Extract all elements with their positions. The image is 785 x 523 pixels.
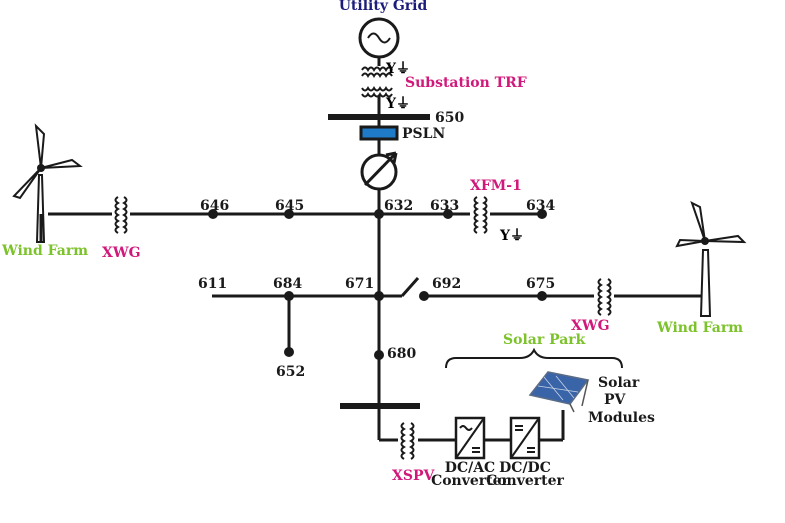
- bus-633-label: 633: [430, 198, 459, 214]
- node-645: [284, 209, 294, 219]
- bus-650-label: 650: [435, 110, 464, 126]
- node-652: [284, 347, 294, 357]
- wind-farm-left-label: Wind Farm: [1, 243, 88, 259]
- dcdc-converter-icon: [509, 416, 541, 460]
- node-633: [443, 209, 453, 219]
- bus-634-label: 634: [526, 198, 555, 214]
- solar-panels-icon: [528, 371, 590, 413]
- dcac-converter-icon: [454, 416, 486, 460]
- bus-671-label: 671: [345, 276, 374, 292]
- dcdc-label-line1: DC/DC: [499, 460, 551, 476]
- dcac-label-line1: DC/AC: [445, 460, 495, 476]
- dcac-label-line2: Converter: [431, 473, 509, 489]
- wye-grounded-symbol-xfm1: Y⏚: [499, 228, 524, 244]
- solar-pv-label-line3: Modules: [588, 410, 655, 426]
- solar-park-label: Solar Park: [503, 332, 586, 348]
- bus-652-label: 652: [276, 364, 305, 380]
- node-646: [208, 209, 218, 219]
- open-switch-icon: [400, 277, 420, 297]
- utility-grid-label: Utility Grid: [339, 0, 428, 14]
- substation-transformer-icon: [361, 66, 393, 117]
- node-680: [374, 350, 384, 360]
- node-675: [537, 291, 547, 301]
- xwg-right-transformer-icon: [597, 278, 612, 316]
- xfm1-transformer-icon: [473, 196, 488, 234]
- utility-grid-generator-icon: [358, 17, 400, 66]
- wind-farm-right-label: Wind Farm: [656, 320, 743, 336]
- xspv-transformer-icon: [400, 422, 415, 460]
- solar-park-brace: [445, 347, 623, 369]
- wye-grounded-symbol-top: Y⏚: [385, 61, 410, 77]
- node-692: [419, 291, 429, 301]
- node-634: [537, 209, 547, 219]
- substation-trf-label: Substation TRF: [405, 75, 527, 91]
- wind-turbine-left-icon: [12, 123, 83, 243]
- dcdc-label-line2: Converter: [486, 473, 564, 489]
- bus-692-label: 692: [432, 276, 461, 292]
- solar-pv-label-line2: PV: [604, 392, 627, 408]
- node-684: [284, 291, 294, 301]
- xfm1-label: XFM-1: [470, 178, 522, 194]
- node-632: [374, 209, 384, 219]
- xspv-label: XSPV: [392, 468, 436, 484]
- bus-675-label: 675: [526, 276, 555, 292]
- bus-632-label: 632: [384, 198, 413, 214]
- bus-645-label: 645: [275, 198, 304, 214]
- xwg-left-transformer-icon: [114, 196, 128, 234]
- bus-684-label: 684: [273, 276, 302, 292]
- xwg-left-label: XWG: [102, 245, 141, 261]
- bus-680-label: 680: [387, 346, 416, 362]
- wye-grounded-symbol-bottom: Y⏚: [385, 96, 410, 112]
- solar-pv-label-line1: Solar: [598, 375, 640, 391]
- xwg-right-label: XWG: [571, 318, 610, 334]
- node-671: [374, 291, 384, 301]
- wind-turbine-right-icon: [675, 201, 747, 317]
- bus-646-label: 646: [200, 198, 229, 214]
- pslm-label: PSLN: [402, 126, 445, 142]
- bus-611-label: 611: [198, 276, 227, 292]
- pslm-block: [359, 125, 399, 141]
- voltage-regulator-icon: [360, 151, 398, 191]
